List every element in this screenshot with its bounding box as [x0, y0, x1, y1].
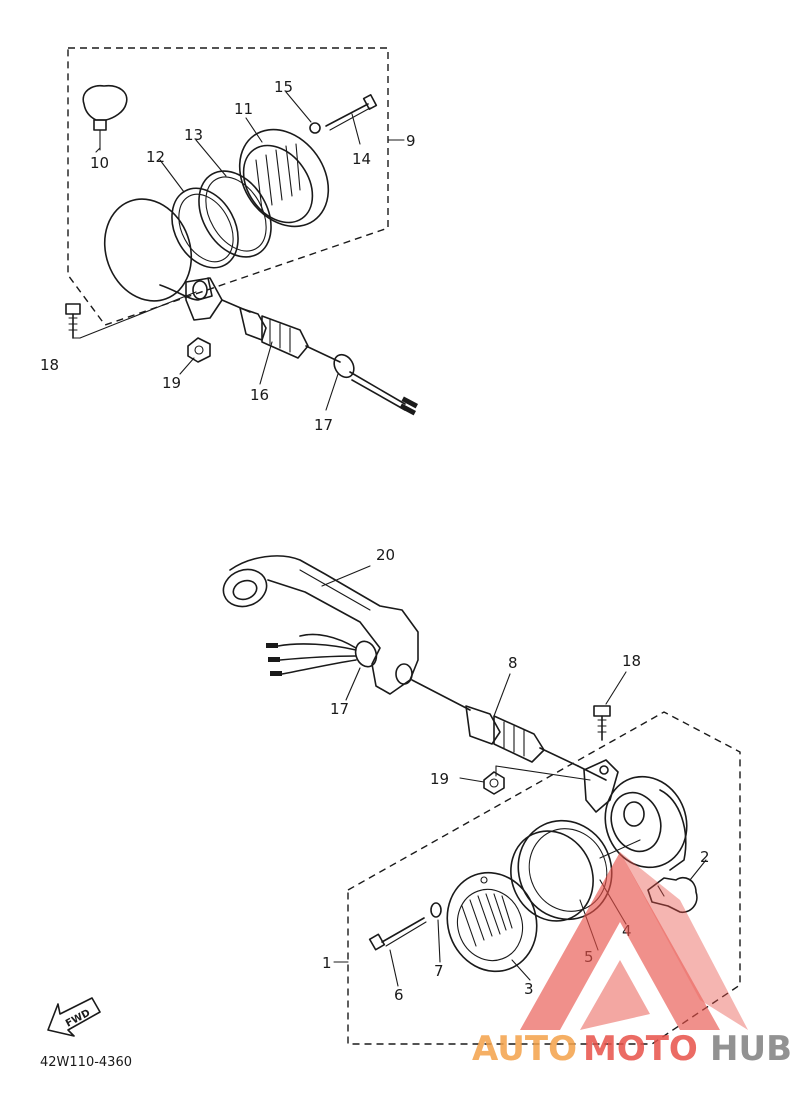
callout-9: 9	[406, 132, 416, 150]
callout-2: 2	[700, 848, 710, 866]
callout-17-upper: 17	[314, 416, 333, 434]
upper-assembly: 10 12 13 11 15 14 9 18 19 16 17	[40, 47, 419, 434]
callout-14: 14	[352, 150, 371, 168]
bracket-upper	[185, 277, 223, 321]
cable-lower-b	[577, 765, 607, 781]
ring-12	[171, 187, 239, 269]
callout-20: 20	[376, 546, 395, 564]
nut-15	[309, 122, 321, 134]
nut-7	[430, 902, 442, 918]
ring-13	[198, 170, 272, 258]
watermark-logo-triangle	[520, 852, 748, 1030]
callout-8: 8	[508, 654, 518, 672]
bulb-2	[647, 876, 698, 914]
callout-19-lower: 19	[430, 770, 449, 788]
callout-16: 16	[250, 386, 269, 404]
socket-16	[221, 299, 341, 363]
bolt-18-lower	[593, 705, 611, 741]
housing-lower	[583, 759, 688, 871]
lens-3	[446, 871, 538, 973]
callout-10: 10	[90, 154, 109, 172]
nut-19-upper	[187, 337, 211, 363]
screw-6	[368, 917, 427, 951]
upper-dashed-outline	[67, 47, 389, 326]
callout-7: 7	[434, 962, 444, 980]
bolt-18-upper	[65, 303, 81, 339]
socket-8	[465, 705, 579, 767]
rim-11	[238, 128, 330, 228]
bulb-10	[82, 84, 128, 151]
callout-6: 6	[394, 986, 404, 1004]
screw-14	[325, 94, 378, 131]
watermark-hub: HUB	[710, 1029, 792, 1069]
watermark-auto: AUTO	[472, 1029, 577, 1069]
fwd-arrow: FWD	[47, 997, 101, 1037]
callout-18-upper: 18	[40, 356, 59, 374]
callout-18-lower: 18	[622, 652, 641, 670]
watermark: AUTO MOTO HUB	[472, 852, 792, 1069]
callout-12: 12	[146, 148, 165, 166]
callout-15: 15	[274, 78, 293, 96]
callout-11: 11	[234, 100, 253, 118]
lower-dashed-outline	[347, 711, 741, 1045]
callout-13: 13	[184, 126, 203, 144]
gasket-5	[510, 830, 594, 922]
upper-leaders	[73, 91, 405, 411]
grommet-17-upper	[333, 353, 419, 416]
cable-lower-a	[411, 679, 471, 711]
callout-1: 1	[322, 954, 332, 972]
grommet-17-lower	[266, 633, 378, 676]
diagram-code: 42W110-4360	[40, 1055, 132, 1070]
callout-17-lower: 17	[330, 700, 349, 718]
callout-3: 3	[524, 980, 534, 998]
stay-20	[222, 555, 419, 695]
watermark-moto: MOTO	[583, 1029, 698, 1069]
callout-19-upper: 19	[162, 374, 181, 392]
nut-19-lower	[483, 771, 505, 795]
